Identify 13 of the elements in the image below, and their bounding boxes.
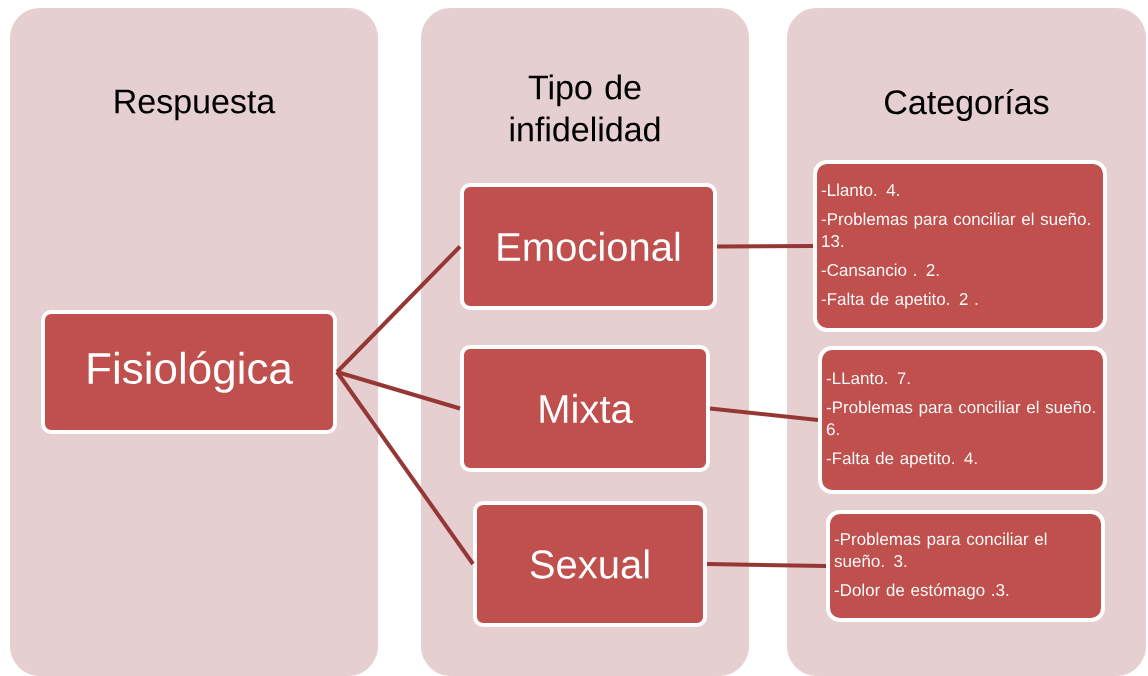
connector-line <box>335 245 462 374</box>
process-box: Mixta <box>460 345 710 472</box>
process-box: Sexual <box>473 501 707 627</box>
connector-line <box>717 244 813 249</box>
process-box: Fisiológica <box>41 310 337 434</box>
list-box: -LLanto. 7. -Problemas para conciliar el sueño. 6. -Falta de apetito. 4. <box>818 346 1107 494</box>
process-box: Emocional <box>460 183 717 310</box>
connector-line <box>335 370 475 566</box>
connector-line <box>706 562 827 568</box>
connector-line <box>336 370 461 411</box>
connector-line <box>709 406 819 422</box>
list-box: -Problemas para conciliar el sueño. 3. -Dolor de estómago .3. <box>826 510 1105 622</box>
list-box: -Llanto. 4. -Problemas para conciliar el sueño. 13. -Cansancio . 2. -Falta de apetito. 2 . <box>813 160 1107 332</box>
